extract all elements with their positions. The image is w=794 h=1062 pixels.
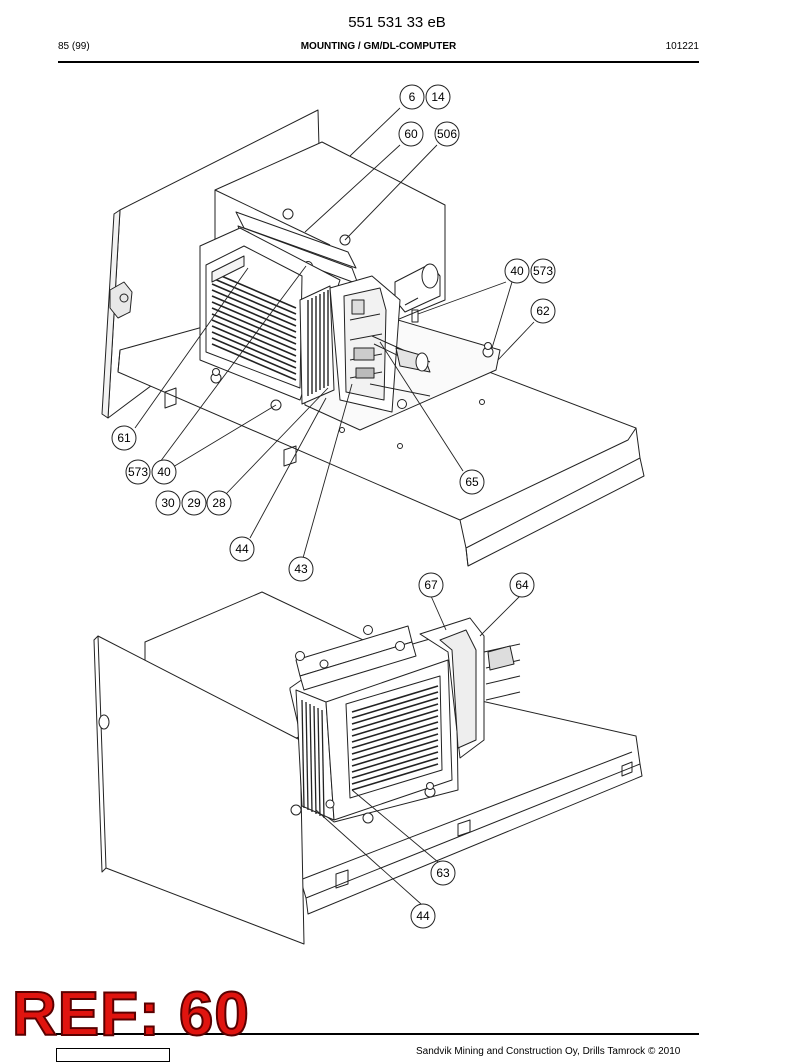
cover-plate-bottom <box>97 635 305 945</box>
footer-copyright: Sandvik Mining and Construction Oy, Dril… <box>416 1046 681 1057</box>
footer-rule <box>56 1033 699 1035</box>
callout-28: 28 <box>212 496 226 510</box>
callout-61: 61 <box>117 431 131 445</box>
callout-65: 65 <box>465 475 479 489</box>
ref-label: REF: 60 <box>11 980 250 1049</box>
callout-67: 67 <box>424 578 438 592</box>
page-title: MOUNTING / GM/DL-COMPUTER <box>300 41 457 52</box>
callout-573-top: 573 <box>533 264 553 278</box>
callout-62: 62 <box>536 304 550 318</box>
callout-573-left: 573 <box>128 465 148 479</box>
callout-6: 6 <box>409 90 416 104</box>
document-number: 551 531 33 eB <box>348 14 446 31</box>
callout-30: 30 <box>161 496 175 510</box>
header-rule <box>58 61 699 63</box>
latch-icon <box>109 281 133 319</box>
callout-29: 29 <box>187 496 201 510</box>
company-logo <box>56 1048 170 1062</box>
callout-60: 60 <box>404 127 418 141</box>
callout-14: 14 <box>431 90 445 104</box>
callout-64: 64 <box>515 578 529 592</box>
callout-44-top: 44 <box>235 542 249 556</box>
callout-506: 506 <box>437 127 457 141</box>
callout-43: 43 <box>294 562 308 576</box>
callout-44-bottom: 44 <box>416 909 430 923</box>
callout-63: 63 <box>436 866 450 880</box>
document-code: 101221 <box>665 41 699 52</box>
callout-40-left: 40 <box>157 465 171 479</box>
page-number: 85 (99) <box>58 41 90 52</box>
callout-40-top: 40 <box>510 264 524 278</box>
